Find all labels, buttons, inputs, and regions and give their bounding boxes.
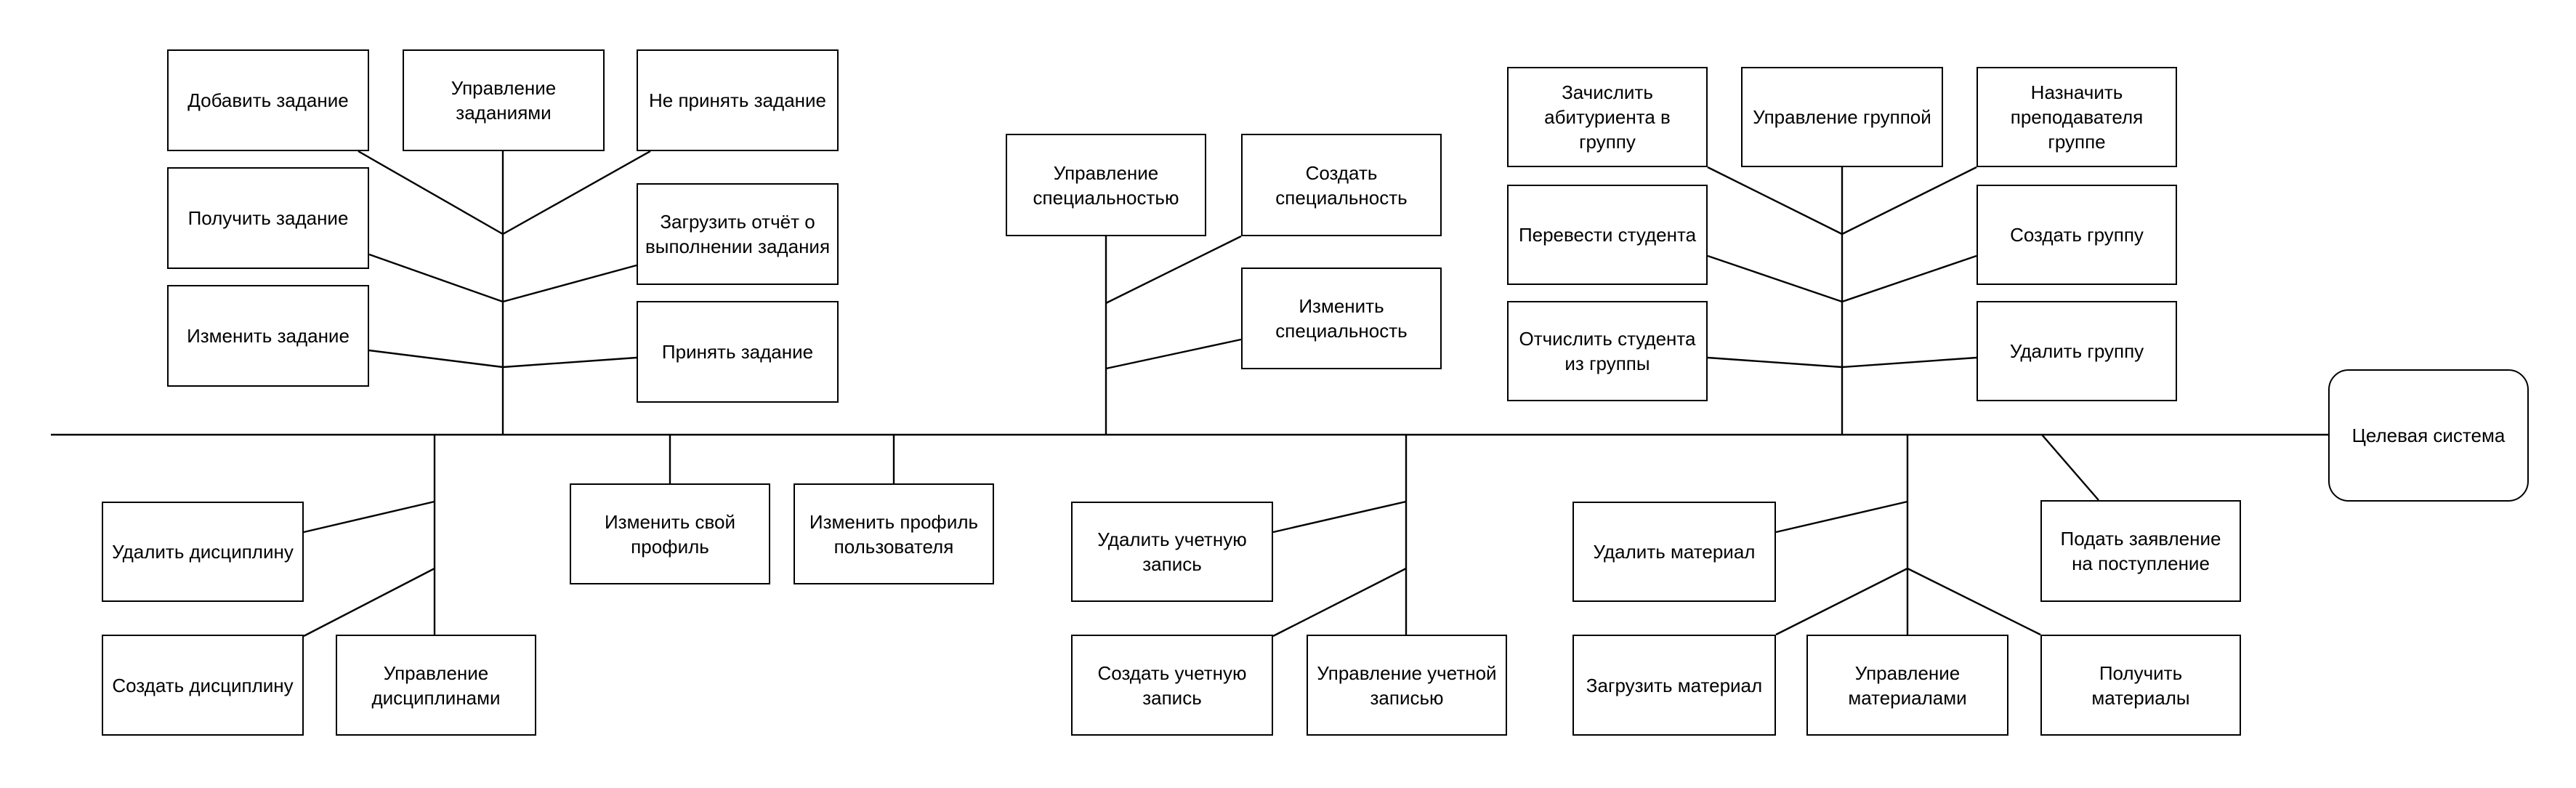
group-expel-student: Отчислить студента из группы: [1507, 301, 1708, 401]
specialty-management: Управление специальностью: [1006, 134, 1206, 236]
target-system: Целевая система: [2328, 369, 2529, 502]
materials-get: Получить материалы: [2040, 635, 2241, 736]
group-create: Создать группу: [1977, 185, 2177, 285]
materials-management: Управление материалами: [1806, 635, 2008, 736]
account-delete: Удалить учетную запись: [1071, 502, 1273, 602]
task-upload-report: Загрузить отчёт о выполнении задания: [637, 183, 839, 285]
material-delete: Удалить материал: [1572, 502, 1776, 602]
task-get: Получить задание: [167, 167, 369, 269]
task-reject: Не принять задание: [637, 49, 839, 151]
group-enroll-applicant: Зачислить абитуриента в группу: [1507, 67, 1708, 167]
material-upload: Загрузить материал: [1572, 635, 1776, 736]
group-management: Управление группой: [1741, 67, 1943, 167]
profile-edit-user: Изменить профиль пользователя: [794, 483, 994, 584]
specialty-create: Создать специальность: [1241, 134, 1442, 236]
group-delete: Удалить группу: [1977, 301, 2177, 401]
disciplines-management: Управление дисциплинами: [336, 635, 536, 736]
task-accept: Принять задание: [637, 301, 839, 403]
specialty-edit: Изменить специальность: [1241, 268, 1442, 369]
tasks-management: Управление заданиями: [403, 49, 605, 151]
submit-application: Подать заявление на поступление: [2040, 500, 2241, 602]
task-add: Добавить задание: [167, 49, 369, 151]
discipline-create: Создать дисциплину: [102, 635, 304, 736]
account-create: Создать учетную запись: [1071, 635, 1273, 736]
task-edit: Изменить задание: [167, 285, 369, 387]
group-assign-teacher: Назначить преподавателя группе: [1977, 67, 2177, 167]
accounts-management: Управление учетной записью: [1307, 635, 1507, 736]
group-transfer-student: Перевести студента: [1507, 185, 1708, 285]
discipline-delete: Удалить дисциплину: [102, 502, 304, 602]
profile-edit-own: Изменить свой профиль: [570, 483, 770, 584]
